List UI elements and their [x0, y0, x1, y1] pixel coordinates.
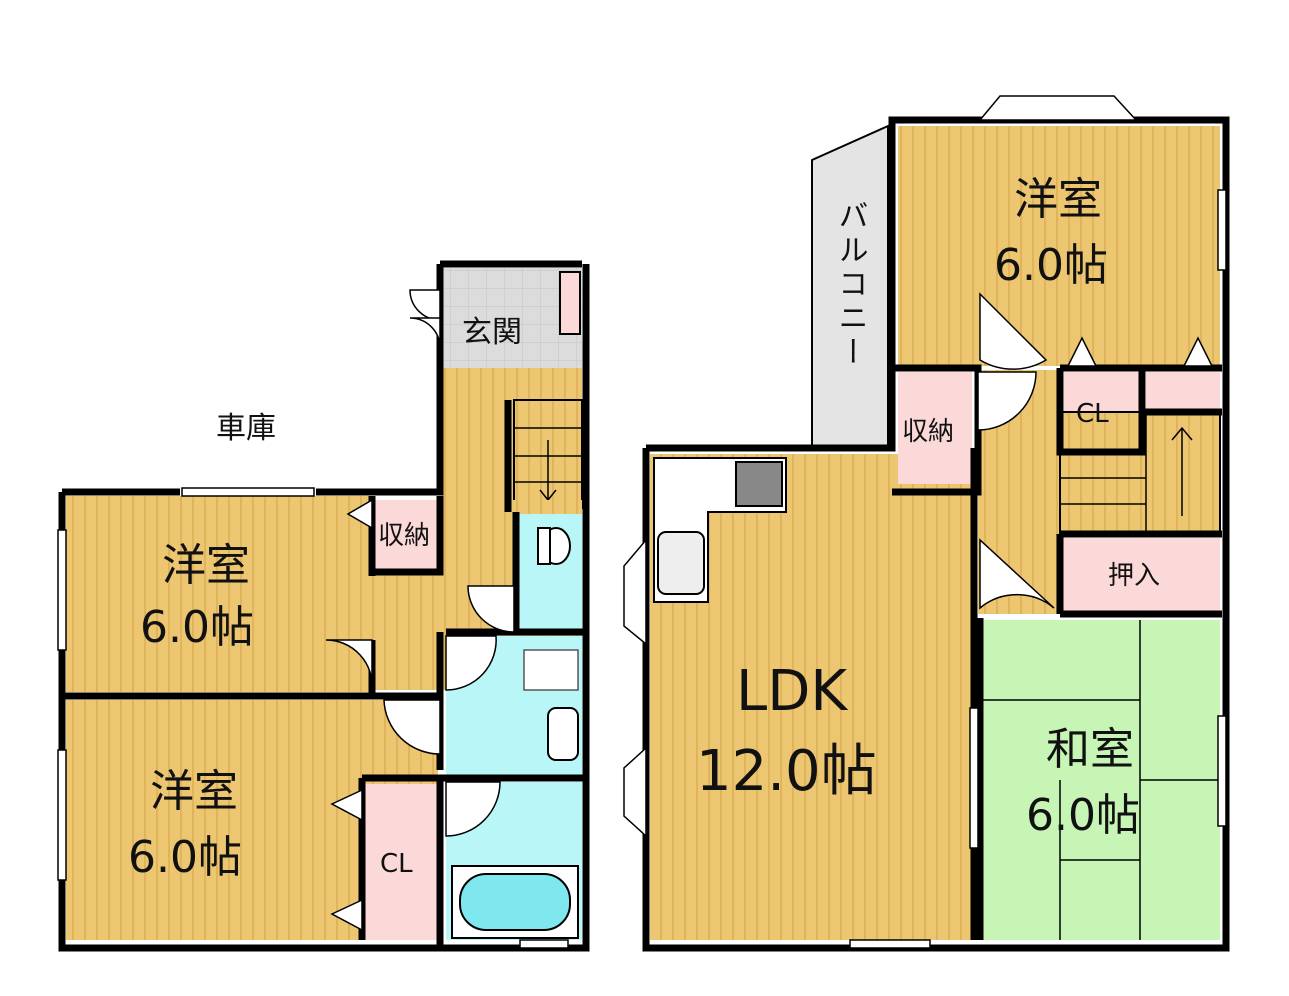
- western-room-upper: [66, 496, 372, 692]
- storage-right-label: 収納: [902, 417, 954, 447]
- oshiire-label: 押入: [1108, 561, 1160, 591]
- oshiire: [1060, 538, 1220, 614]
- storage-left-label: 収納: [378, 521, 430, 551]
- room-labels: 車庫 玄関 収納 洋室 6.0帖 洋室 6.0帖 CL 洋室 6.0帖 収納 C…: [128, 174, 1160, 883]
- western-lower-size: 6.0帖: [128, 832, 242, 883]
- first-floor: [57, 260, 590, 952]
- closet-right-label: CL: [1076, 399, 1109, 429]
- balcony-label: バルコニー: [833, 200, 868, 370]
- garage-label: 車庫: [216, 411, 276, 446]
- shoe-cabinet: [559, 271, 581, 335]
- western-lower-name: 洋室: [150, 766, 238, 817]
- entrance-label: 玄関: [462, 315, 522, 350]
- storage-right: [898, 372, 972, 484]
- closet-left-label: CL: [380, 849, 413, 879]
- second-floor: [623, 95, 1230, 952]
- closet-left: [362, 784, 438, 940]
- western-room-top: [898, 126, 1220, 366]
- western-upper-name: 洋室: [162, 540, 250, 591]
- sink: [657, 531, 705, 595]
- washitsu-size: 6.0帖: [1026, 790, 1140, 841]
- washitsu-name: 和室: [1046, 724, 1134, 775]
- bathtub: [459, 873, 571, 931]
- ldk-name: LDK: [736, 659, 848, 724]
- western-upper-size: 6.0帖: [140, 602, 254, 653]
- stove: [735, 461, 783, 507]
- ldk-size: 12.0帖: [696, 739, 877, 804]
- storage-left: [372, 500, 438, 570]
- western-top-name: 洋室: [1014, 174, 1102, 225]
- western-top-size: 6.0帖: [994, 240, 1108, 291]
